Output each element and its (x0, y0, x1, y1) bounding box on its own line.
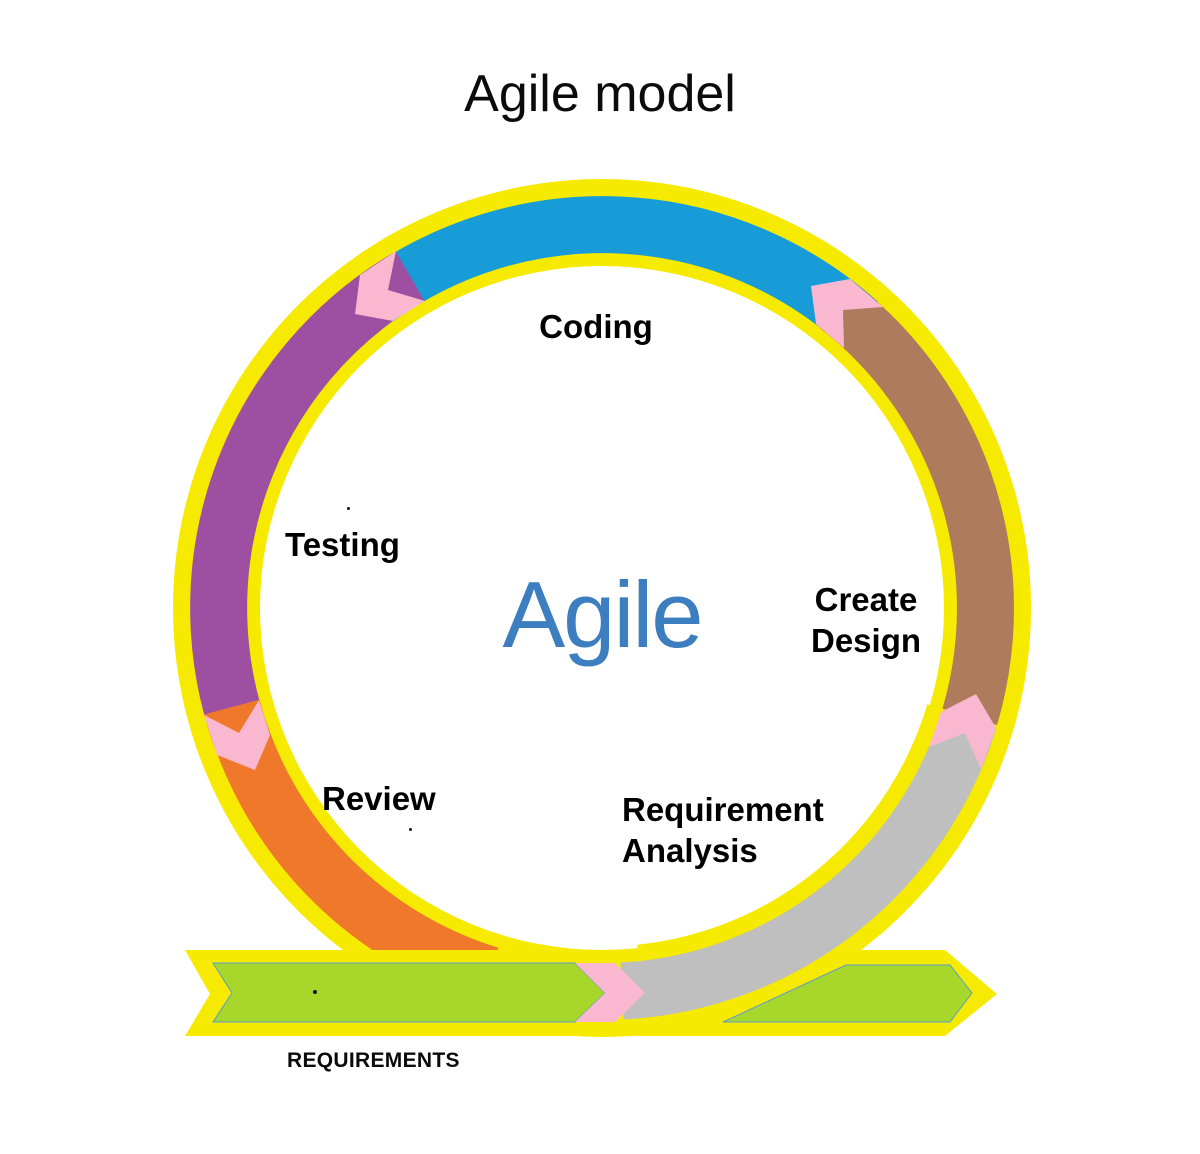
requirements-caption: REQUIREMENTS (287, 1049, 460, 1072)
phase-label-line: Analysis (622, 832, 758, 869)
center-label: Agile (502, 562, 703, 667)
phase-label-line: Design (810, 622, 922, 659)
junction-chevron-icon (811, 279, 883, 348)
bar-chevron-icon (575, 963, 645, 1022)
phase-label-review: Review (322, 780, 436, 817)
coding-arc-segment (360, 196, 879, 345)
stray-dot (313, 990, 317, 994)
phase-label-line: Requirement (622, 791, 824, 828)
phase-label-coding: Coding (539, 308, 653, 345)
junction-chevron-icon (929, 694, 996, 769)
stray-dot (347, 507, 350, 510)
requirements-bar-right-arrow (722, 964, 973, 1023)
phase-label-testing: Testing (285, 526, 400, 563)
testing-arc-segment (190, 251, 425, 756)
requirement-analysis-arc-segment (620, 711, 997, 1020)
requirements-bar-left-arrow (212, 962, 606, 1023)
page-title: Agile model (464, 65, 736, 123)
junction-chevron-icon (355, 251, 425, 321)
phase-label-line: Create (814, 581, 918, 618)
create-design-arc-segment (820, 283, 1014, 770)
phase-label-create-design: Create Design (716, 579, 1016, 661)
junction-chevron-icon (204, 700, 270, 770)
stray-dot (409, 828, 412, 831)
inner-circle (260, 266, 944, 950)
phase-label-requirement-analysis: Requirement Analysis (622, 789, 824, 871)
